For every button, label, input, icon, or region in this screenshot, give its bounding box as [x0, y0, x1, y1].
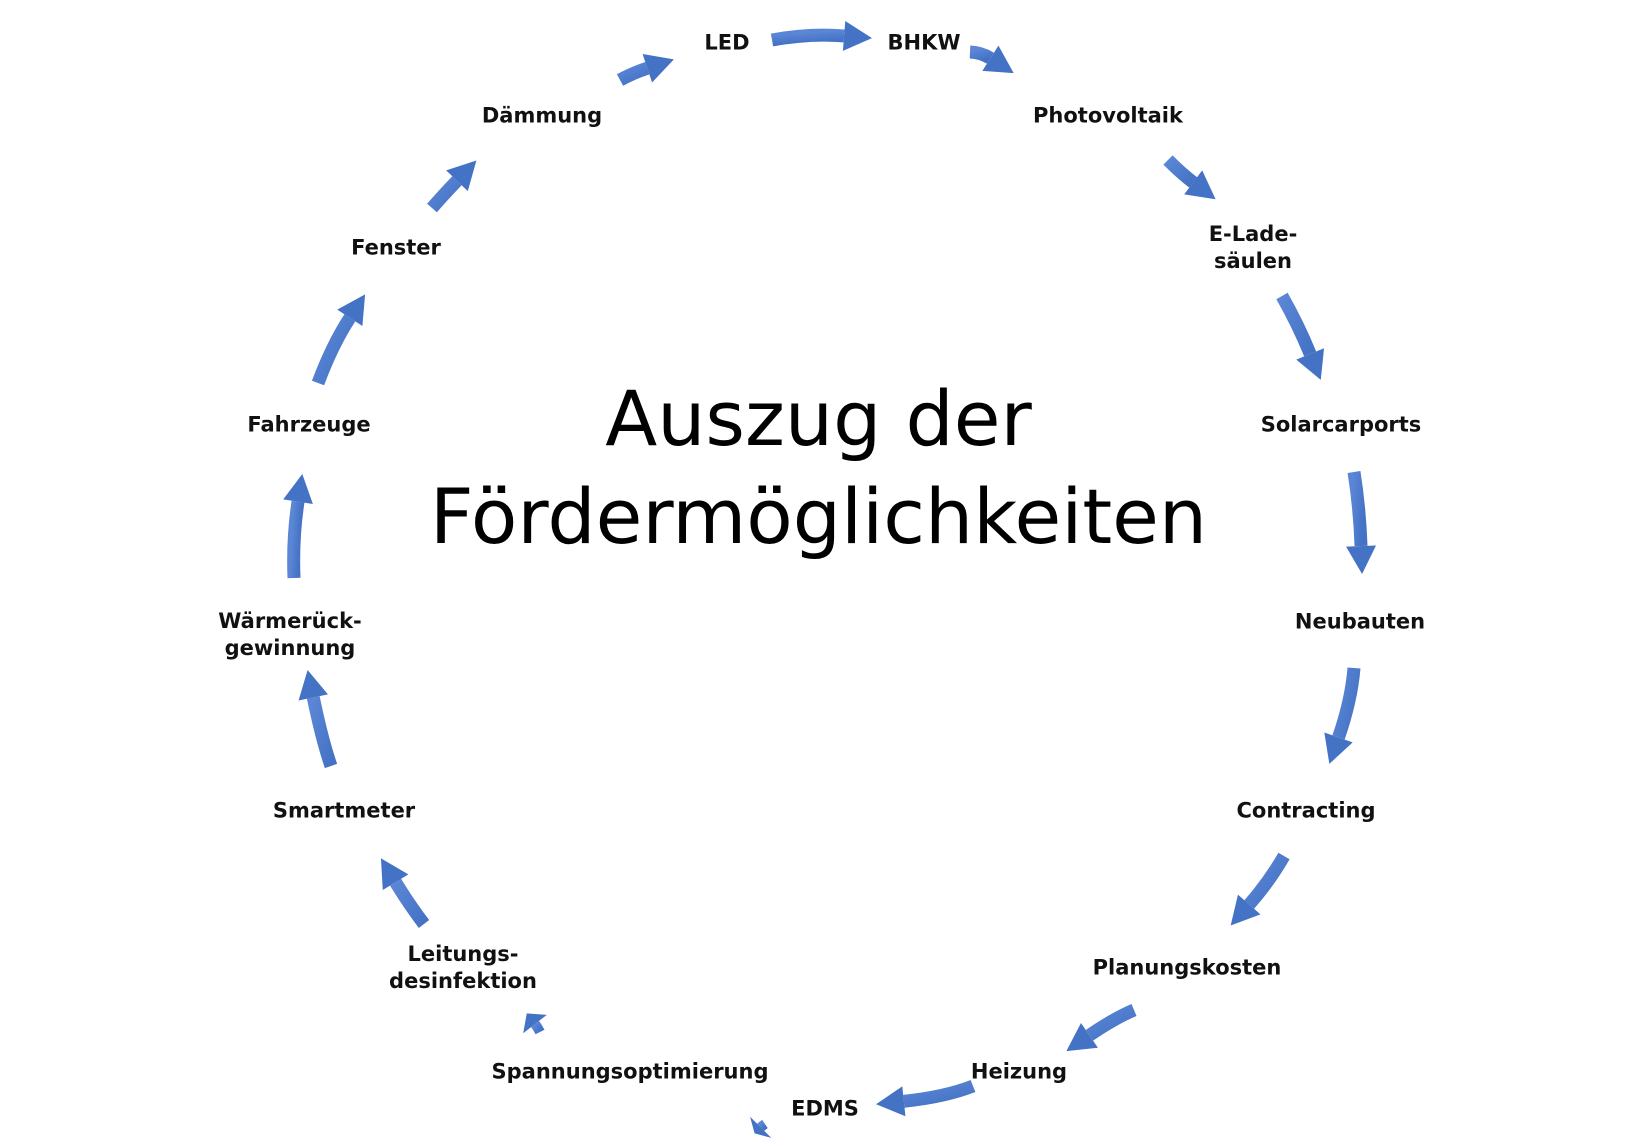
node-planungskosten: Planungskosten	[1093, 955, 1282, 982]
cycle-arrow-11	[523, 1013, 547, 1035]
node-waermerueckgewinnung: Wärmerück-gewinnung	[218, 608, 362, 662]
node-label: LED	[704, 30, 750, 55]
cycle-arrow-7	[1230, 852, 1290, 926]
node-label: Heizung	[970, 1059, 1068, 1084]
cycle-arrow-5	[1346, 470, 1377, 574]
node-label: gewinnung	[224, 636, 356, 660]
node-heizung: Heizung	[971, 1059, 1067, 1086]
node-neubauten: Neubauten	[1295, 609, 1425, 636]
node-e-ladesaeulen: E-Lade-säulen	[1209, 221, 1298, 275]
node-edms: EDMS	[791, 1096, 859, 1123]
cycle-arrow-13	[298, 670, 338, 769]
cycle-arrow-17	[616, 53, 674, 86]
cycle-arrow-2	[969, 45, 1014, 74]
cycle-arrow-1	[770, 20, 872, 51]
node-daemmung: Dämmung	[482, 103, 602, 130]
cycle-arrow-6	[1324, 667, 1361, 764]
node-label: Neubauten	[1294, 609, 1426, 634]
cycle-arrow-3	[1163, 155, 1216, 200]
node-led: LED	[704, 30, 749, 57]
node-label: Contracting	[1236, 798, 1376, 823]
node-bhkw: BHKW	[887, 30, 960, 57]
node-spannungsoptimierung: Spannungsoptimierung	[492, 1059, 769, 1086]
cycle-arrow-10	[750, 1116, 772, 1138]
node-label: Smartmeter	[272, 798, 416, 823]
node-photovoltaik: Photovoltaik	[1033, 103, 1183, 130]
cycle-arrow-8	[1066, 1004, 1137, 1052]
diagram-title-line-1: Auszug der	[605, 374, 1032, 463]
node-label: E-Lade-	[1208, 222, 1298, 246]
node-fenster: Fenster	[351, 235, 441, 262]
node-label: Fenster	[351, 235, 441, 260]
diagram-title-line-2: Fördermöglichkeiten	[429, 472, 1208, 561]
node-label: Photovoltaik	[1033, 103, 1183, 128]
node-label: desinfektion	[389, 969, 537, 993]
node-fahrzeuge: Fahrzeuge	[247, 412, 370, 439]
node-label: EDMS	[791, 1096, 859, 1121]
node-label: Fahrzeuge	[247, 412, 371, 437]
node-contracting: Contracting	[1236, 798, 1375, 825]
node-label: Leitungs-	[407, 942, 519, 966]
node-label: säulen	[1213, 249, 1293, 273]
node-label: Dämmung	[481, 103, 603, 128]
node-label: Wärmerück-	[218, 609, 362, 633]
cycle-arrow-12	[380, 858, 430, 928]
node-label: Planungskosten	[1092, 955, 1282, 980]
cycle-arrow-4	[1276, 292, 1325, 380]
node-solarcarports: Solarcarports	[1261, 412, 1422, 439]
node-label: Solarcarports	[1260, 412, 1422, 437]
cycle-arrow-14	[283, 474, 313, 579]
cycle-arrow-16	[427, 160, 477, 213]
diagram-title: Auszug der Fördermöglichkeiten	[0, 370, 1637, 566]
node-label: Spannungsoptimierung	[491, 1059, 769, 1084]
cycle-arrow-15	[311, 294, 366, 386]
node-leitungsdesinfektion: Leitungs-desinfektion	[389, 941, 537, 995]
node-smartmeter: Smartmeter	[273, 798, 415, 825]
cycle-arrow-9	[876, 1079, 976, 1117]
node-label: BHKW	[887, 30, 961, 55]
